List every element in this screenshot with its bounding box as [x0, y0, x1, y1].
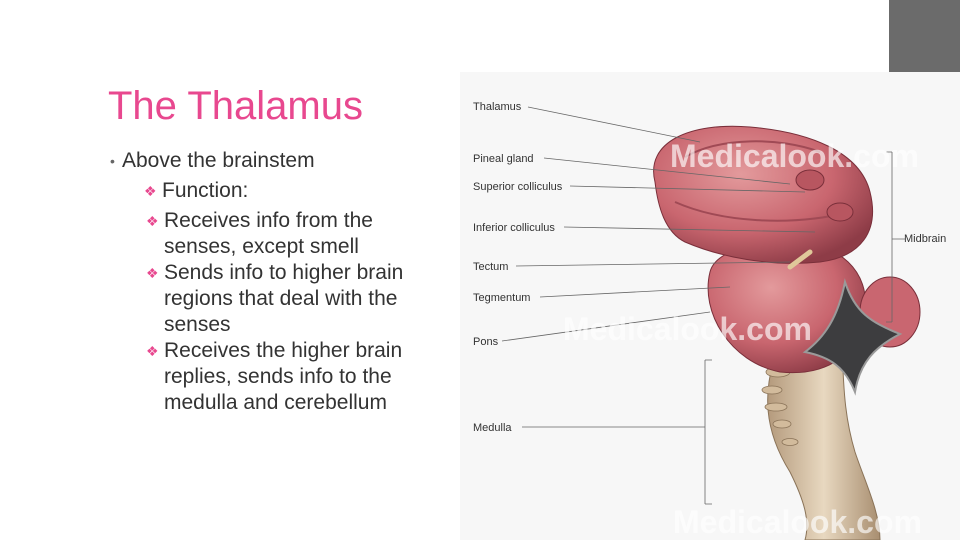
bullet-text: Sends info to higher brain regions that …: [164, 261, 404, 336]
bullet-dot-icon: •: [110, 153, 115, 169]
open-book-icon: ❖: [146, 213, 159, 229]
bullet-level3: ❖ Receives info from the senses, except s…: [110, 208, 450, 260]
label-thalamus: Thalamus: [473, 101, 522, 113]
label-superior-colliculus: Superior colliculus: [473, 181, 563, 193]
bullet-level3: ❖ Receives the higher brain replies, send…: [110, 338, 450, 416]
watermark: Medicalook.com: [673, 504, 922, 540]
bullet-text: Above the brainstem: [122, 149, 315, 172]
label-tegmentum: Tegmentum: [473, 292, 530, 304]
bullet-text: Function:: [162, 179, 249, 202]
thalamus-shape: [653, 125, 874, 264]
watermark: Medicalook.com: [670, 138, 919, 174]
ventricle-shape: [802, 278, 903, 396]
open-book-icon: ❖: [146, 265, 159, 281]
bullet-list: • Above the brainstem ❖Function: ❖Receiv…: [110, 148, 450, 416]
open-book-icon: ❖: [146, 343, 159, 359]
bullet-text: Receives info from the senses, except sm…: [164, 209, 373, 258]
watermark: Medicalook.com: [563, 311, 812, 347]
bullet-level1: • Above the brainstem: [110, 148, 450, 174]
label-pineal-gland: Pineal gland: [473, 153, 534, 165]
label-midbrain: Midbrain: [904, 233, 946, 245]
label-tectum: Tectum: [473, 261, 508, 273]
brainstem-diagram: Thalamus Pineal gland Superior colliculu…: [460, 72, 960, 540]
bullet-level3: ❖ Sends info to higher brain regions that…: [110, 260, 450, 338]
bullet-level2: ❖ Function:: [110, 178, 450, 204]
slide-title: The Thalamus: [108, 84, 363, 128]
corner-decoration: [889, 0, 960, 72]
label-medulla: Medulla: [473, 422, 512, 434]
label-pons: Pons: [473, 336, 499, 348]
bullet-text: Receives the higher brain replies, sends…: [164, 339, 403, 414]
open-book-icon: ❖: [144, 183, 157, 199]
label-inferior-colliculus: Inferior colliculus: [473, 222, 555, 234]
